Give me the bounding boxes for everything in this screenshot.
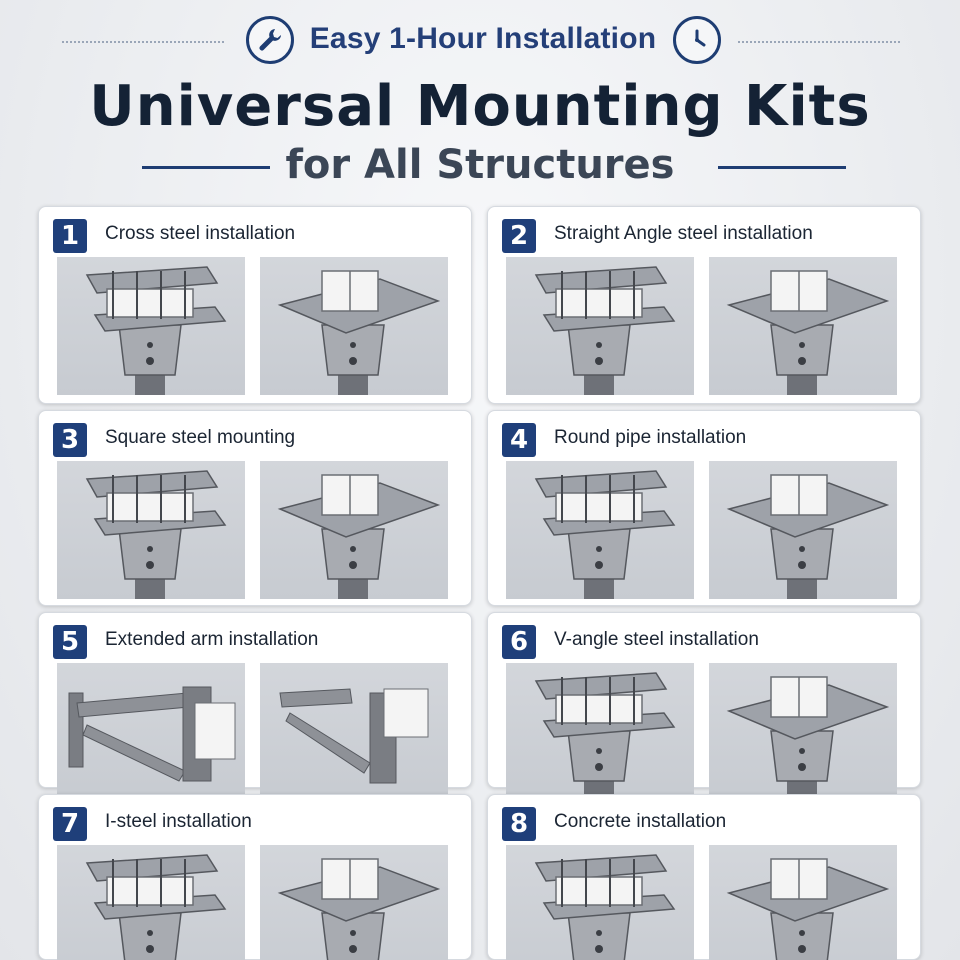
page-subtitle: for All Structures [285,142,675,188]
card-5: 5 Extended arm installation [38,612,472,801]
installation-illustration [506,461,694,599]
subtitle-row: for All Structures [0,142,960,192]
wrench-icon [246,16,294,64]
installation-illustration [506,663,694,801]
card-label: Square steel mounting [105,427,296,448]
card-4: 4 Round pipe installation [487,410,921,606]
divider-right [718,166,846,169]
card-label: I-steel installation [105,811,252,832]
installation-illustration [506,257,694,395]
card-label: Extended arm installation [105,629,319,650]
card-number-badge: 4 [502,423,536,457]
installation-illustration [260,257,448,395]
card-8: 8 Concrete installation [487,794,921,960]
card-2: 2 Straight Angle steel installation [487,206,921,404]
card-label: Concrete installation [554,811,727,832]
decorative-dotted-line-left [62,41,224,43]
card-label: Round pipe installation [554,427,747,448]
installation-illustration [506,845,694,960]
card-number-badge: 7 [53,807,87,841]
page-title: Universal Mounting Kits [89,74,871,139]
installation-illustration [709,257,897,395]
card-1: 1 Cross steel installation [38,206,472,404]
installation-illustration [260,663,448,801]
installation-illustration [709,663,897,801]
installation-illustration [57,461,245,599]
installation-illustration [260,845,448,960]
card-label: V-angle steel installation [554,629,759,650]
card-3: 3 Square steel mounting [38,410,472,606]
decorative-dotted-line-right [738,41,900,43]
card-number-badge: 3 [53,423,87,457]
card-number-badge: 5 [53,625,87,659]
card-label: Straight Angle steel installation [554,223,813,244]
installation-illustration [260,461,448,599]
installation-illustration [709,845,897,960]
divider-left [142,166,270,169]
card-number-badge: 2 [502,219,536,253]
card-number-badge: 1 [53,219,87,253]
installation-illustration [57,845,245,960]
installation-illustration [57,663,245,801]
clock-icon [673,16,721,64]
card-number-badge: 8 [502,807,536,841]
card-6: 6 V-angle steel installation [487,612,921,801]
card-number-badge: 6 [502,625,536,659]
card-7: 7 I-steel installation [38,794,472,960]
installation-illustration [57,257,245,395]
card-label: Cross steel installation [105,223,296,244]
tagline: Easy 1-Hour Installation [309,22,657,55]
installation-illustration [709,461,897,599]
